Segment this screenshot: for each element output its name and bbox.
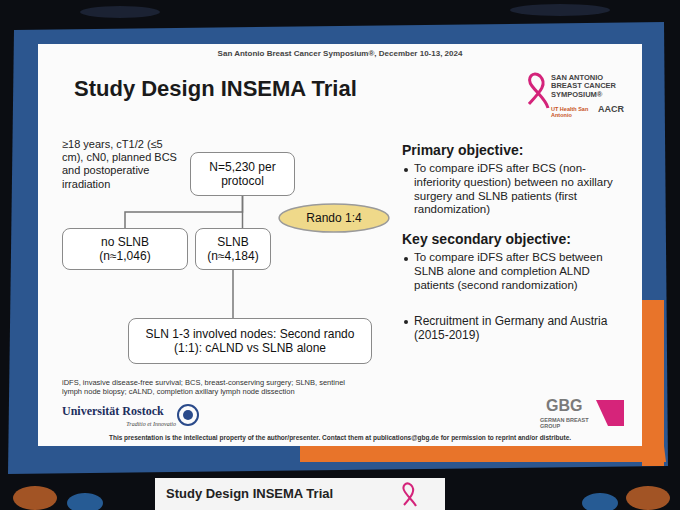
slide-title: Study Design INSEMA Trial: [74, 76, 394, 102]
slide-background: [38, 44, 642, 446]
label-wrap: To compare iDFS after BCS (non-inferiori…: [402, 162, 630, 217]
bullet-dot: [404, 320, 408, 324]
copyright-footer: This presentation is the intellectual pr…: [70, 434, 610, 442]
ceiling-light: [510, 4, 610, 16]
label-wrap: UT Health San Antonio: [551, 106, 595, 118]
randomization-oval: Rando 1:4: [278, 203, 390, 233]
screen-frame: [8, 22, 668, 474]
university-seal: [178, 405, 198, 425]
screen-title: Study Design INSEMA Trial: [166, 486, 396, 502]
label-wrap: Primary objective:: [402, 142, 630, 159]
label-wrap: Traditio et Innovatio: [62, 421, 176, 428]
arm-box: no SLNB (n≈1,046): [62, 228, 188, 270]
bullet-dot: [404, 257, 408, 261]
label-wrap: Study Design INSEMA Trial: [166, 486, 396, 502]
title-wrap: Study Design INSEMA Trial: [74, 76, 394, 102]
objective-heading: Key secondary objective:: [402, 231, 630, 248]
label-wrap: ≥18 years, cT1/2 (≤5 cm), cN0, planned B…: [62, 138, 186, 191]
label-wrap: AACR: [598, 104, 634, 115]
oval-shape: [279, 204, 389, 232]
logo-text: UT Health San Antonio: [551, 106, 595, 118]
gbg-logo-shape: [596, 400, 624, 426]
label-wrap: Recruitment in Germany and Austria (2015…: [402, 314, 630, 343]
subgroup-box: SLN 1-3 involved nodes: Second rando (1:…: [128, 318, 372, 364]
label-wrap: San Antonio Breast Cancer Symposium®, De…: [180, 49, 500, 59]
ribbon-logo: [404, 484, 416, 506]
abbreviation-footnote: iDFS, invasive disease-free survival; BC…: [62, 378, 362, 397]
logo-text: GBG: [546, 396, 594, 415]
template-swoosh: [642, 300, 664, 466]
ceiling-light: [80, 6, 160, 18]
label-wrap: Key secondary objective:: [402, 231, 630, 248]
header-text: San Antonio Breast Cancer Symposium®, De…: [180, 49, 500, 59]
logo-text: SAN ANTONIO BREAST CANCER SYMPOSIUM®: [551, 74, 631, 99]
template-swoosh: [300, 446, 666, 462]
population-box: N=5,230 per protocol: [190, 152, 295, 196]
stage-light: [626, 486, 670, 510]
node-text: SLN 1-3 involved nodes: Second rando (1:…: [139, 327, 361, 356]
inclusion-criteria: ≥18 years, cT1/2 (≤5 cm), cN0, planned B…: [62, 138, 186, 191]
label-wrap: Universität Rostock: [62, 404, 178, 418]
stage-light: [582, 493, 618, 510]
objective-text: To compare iDFS after BCS (non-inferiori…: [402, 162, 630, 217]
arm-box: SLNB (n≈4,184): [195, 228, 271, 270]
bullet-dot: [404, 168, 408, 172]
objective-heading: Primary objective:: [402, 142, 630, 159]
stage-light: [67, 493, 103, 510]
connector-line: [242, 196, 244, 228]
logo-motto: Traditio et Innovatio: [62, 421, 176, 428]
label-wrap: SAN ANTONIO BREAST CANCER SYMPOSIUM®: [551, 74, 631, 99]
label-wrap: GBG: [546, 396, 594, 415]
ribbon-logo: [529, 74, 548, 108]
node-text: Rando 1:4: [306, 211, 361, 225]
objective-text: To compare iDFS after BCS between SLNB a…: [402, 251, 630, 292]
confidence-screen: [155, 478, 445, 510]
label-wrap: To compare iDFS after BCS between SLNB a…: [402, 251, 630, 292]
node-text: no SLNB (n≈1,046): [80, 235, 170, 264]
logo-text: AACR: [598, 104, 634, 115]
connector-line: [125, 196, 243, 228]
label-wrap: iDFS, invasive disease-free survival; BC…: [62, 378, 362, 397]
label-wrap: This presentation is the intellectual pr…: [70, 434, 610, 442]
label-wrap: GERMAN BREAST GROUP: [540, 417, 596, 429]
node-text: N=5,230 per protocol: [201, 160, 285, 189]
bullet-text: Recruitment in Germany and Austria (2015…: [402, 314, 630, 343]
logo-text: Universität Rostock: [62, 404, 178, 418]
connector-line: [232, 270, 234, 318]
university-seal: [183, 410, 193, 420]
stage-light: [13, 486, 57, 510]
node-text: SLNB (n≈4,184): [202, 235, 264, 264]
logo-text: GERMAN BREAST GROUP: [540, 417, 596, 429]
